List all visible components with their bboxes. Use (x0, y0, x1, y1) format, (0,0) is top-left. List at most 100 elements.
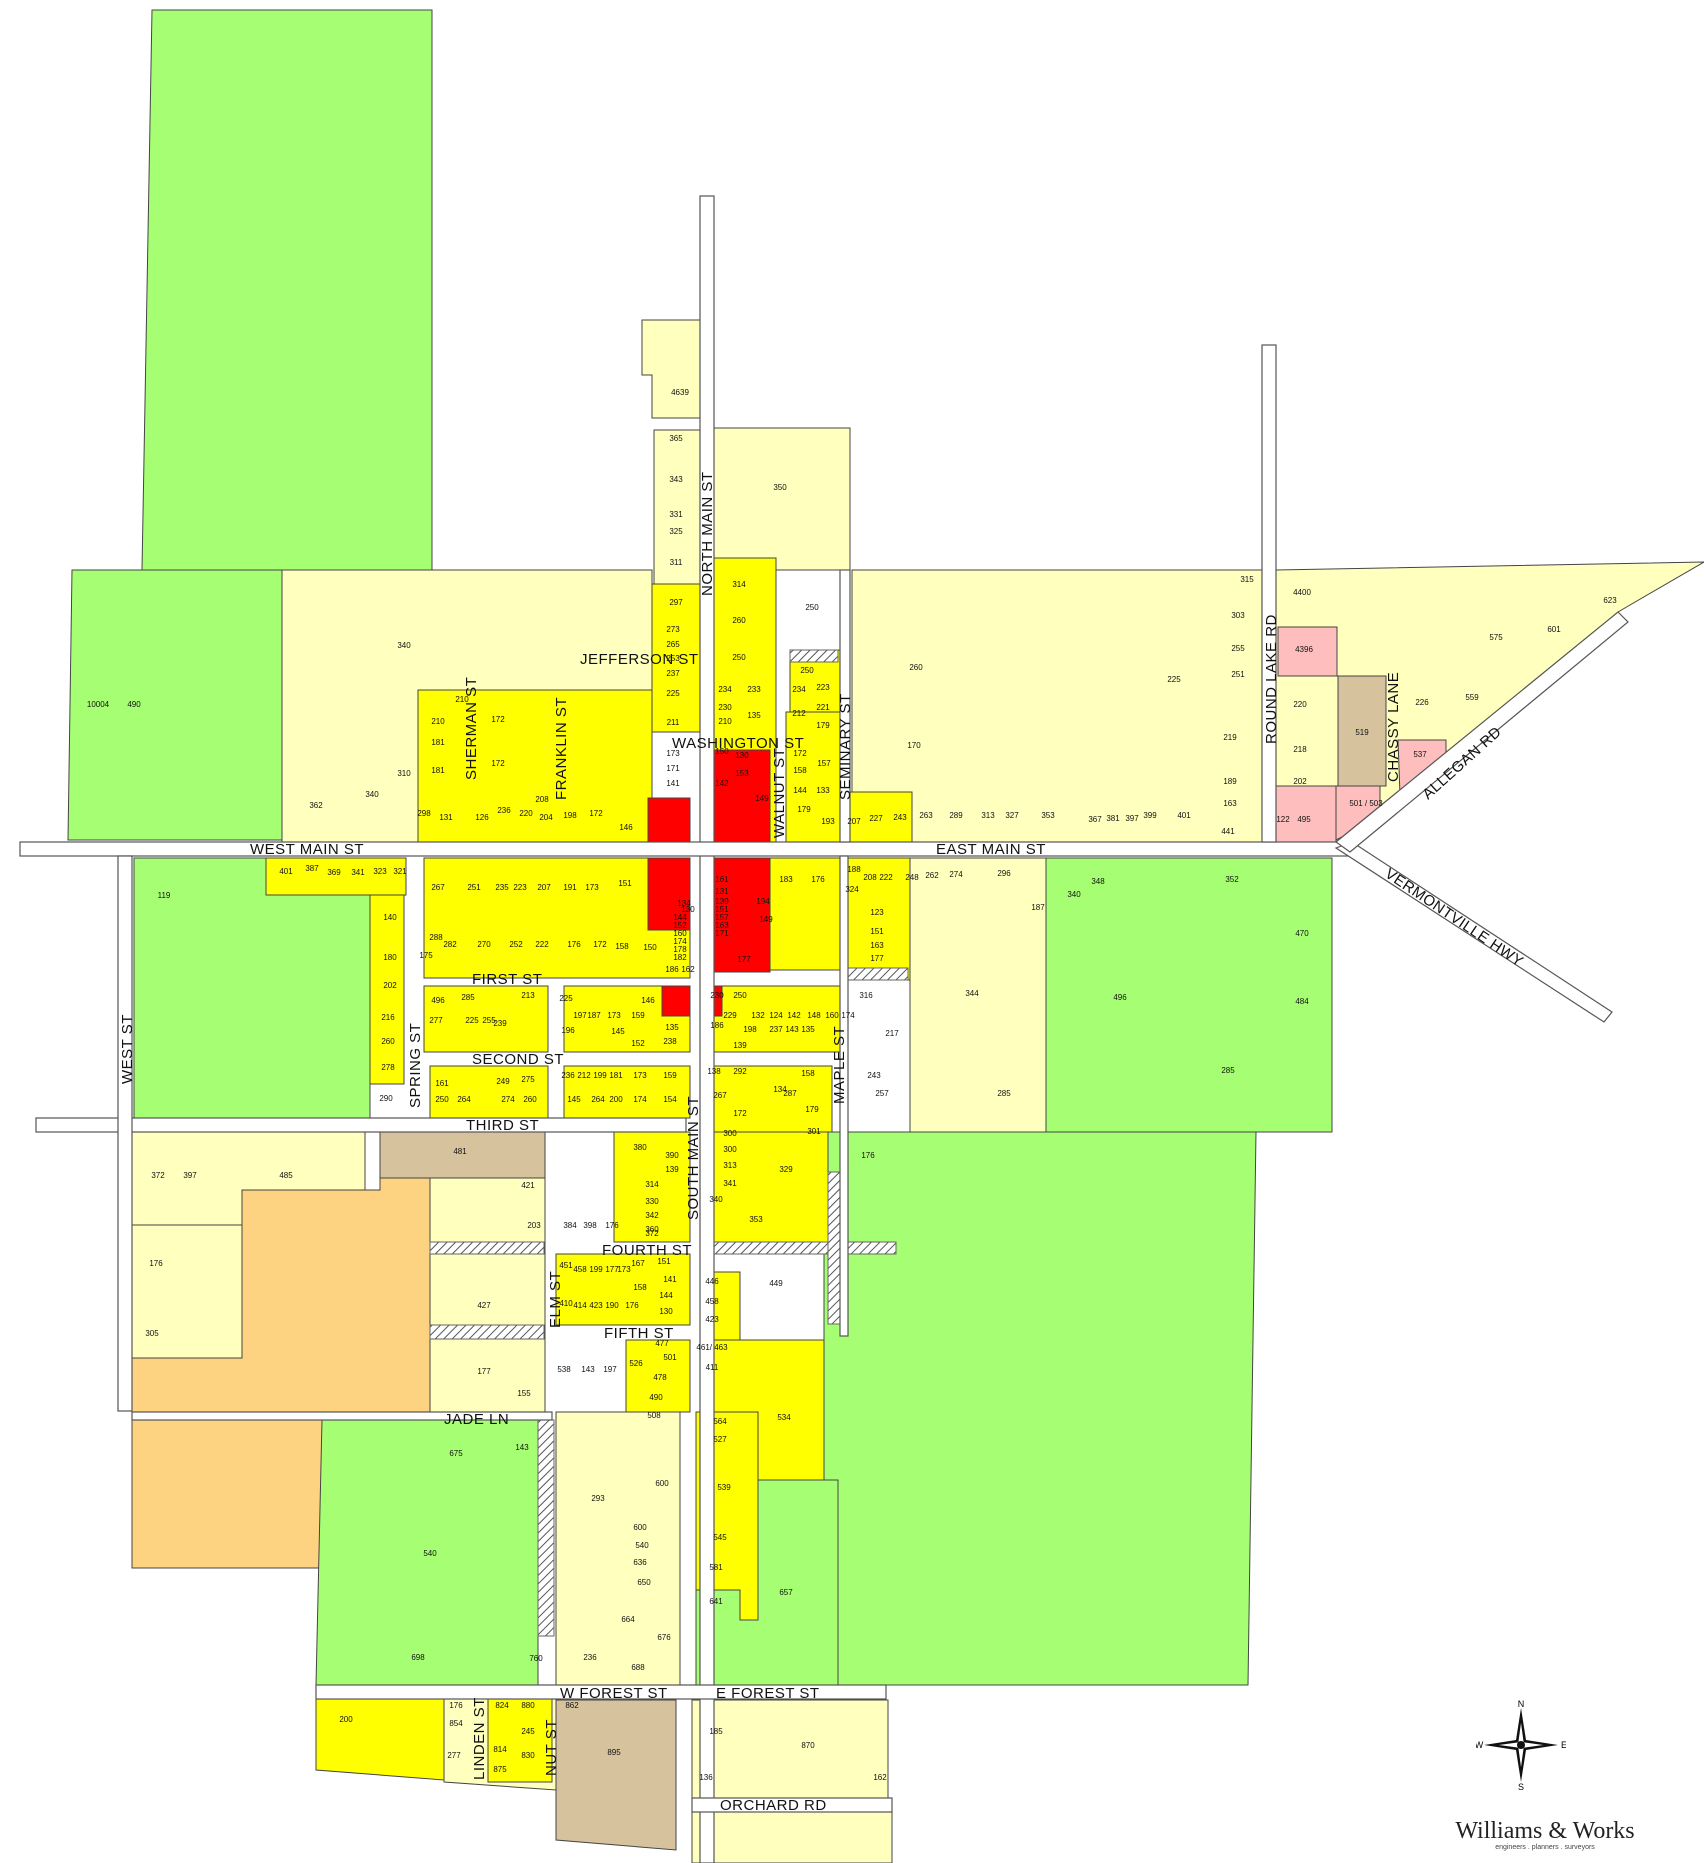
parcel-number: 313 (723, 1161, 737, 1170)
parcel-number: 176 (149, 1259, 163, 1268)
parcel-number: 199 (593, 1071, 607, 1080)
parcel-number: 251 (467, 883, 481, 892)
parcel-number: 139 (733, 1041, 747, 1050)
label-nut: NUT ST (543, 1719, 560, 1776)
parcel-number: 148 (807, 1011, 821, 1020)
parcel-number: 255 (1231, 644, 1245, 653)
parcel-number: 154 (663, 1095, 677, 1104)
parcel-number: 149 (755, 794, 769, 803)
parcel-number: 202 (1293, 777, 1307, 786)
parcel-number: 210 (718, 717, 732, 726)
parcel-number: 176 (625, 1301, 639, 1310)
parcel-number: 141 (666, 779, 680, 788)
parcel-number: 316 (859, 991, 873, 1000)
parcel-number: 278 (381, 1063, 395, 1072)
parcel-number: 485 (279, 1171, 293, 1180)
parcel-number: 145 (567, 1095, 581, 1104)
parcel-number: 340 (1067, 890, 1081, 899)
parcel-number: 365 (669, 434, 683, 443)
parcel-number: 182 (673, 953, 687, 962)
road-jefferson (19, 841, 1351, 857)
parcel-number: 292 (733, 1067, 747, 1076)
parcel-number: 372 (151, 1171, 165, 1180)
parcel-number: 200 (339, 1715, 353, 1724)
parcel-number: 225 (465, 1016, 479, 1025)
parcel-number: 664 (621, 1615, 635, 1624)
parcel-number: 176 (861, 1151, 875, 1160)
road-third (35, 1117, 687, 1133)
parcel-number: 327 (1005, 811, 1019, 820)
brand-logo: Williams & Works engineers . planners . … (1420, 1818, 1670, 1858)
parcel-number: 875 (493, 1765, 507, 1774)
parcel-number: 340 (397, 641, 411, 650)
parcel-427 (131, 1224, 243, 1359)
parcel-number: 171 (666, 764, 680, 773)
parcel-number: 423 (705, 1315, 719, 1324)
parcel-number: 870 (801, 1741, 815, 1750)
parcel-number: 527 (713, 1435, 727, 1444)
parcel-number: 177 (870, 954, 884, 963)
parcel-number: 248 (905, 873, 919, 882)
parcel-number: 126 (475, 813, 489, 822)
parcel-number: 353 (1041, 811, 1055, 820)
parcel-number: 324 (845, 885, 859, 894)
parcel-number: 401 (279, 867, 293, 876)
parcel-number: 130 (659, 1307, 673, 1316)
parcel-number: 303 (1231, 611, 1245, 620)
parcel-344 (1045, 857, 1333, 1133)
block-fourth (555, 1253, 691, 1326)
parcel-number: 190 (605, 1301, 619, 1310)
parcel-number: 221 (816, 703, 830, 712)
label-west-main: WEST MAIN ST (250, 841, 364, 858)
parcel-870 (555, 1699, 677, 1851)
parcel-number: 152 (673, 921, 687, 930)
parcel-number: 538 (557, 1365, 571, 1374)
parcel-number: 311 (670, 558, 683, 567)
parcel-854 (315, 1687, 445, 1781)
parcel-number: 367 (1088, 815, 1102, 824)
parcel-number: 501 / 503 (1349, 799, 1383, 808)
parcel-number: 161 (715, 875, 729, 884)
parcel-number: 144 (673, 913, 687, 922)
parcel-number: 236 (561, 1071, 575, 1080)
compass-n: N (1518, 1700, 1525, 1709)
parcel-number: 277 (447, 1751, 461, 1760)
label-chassy: CHASSY LANE (1385, 672, 1402, 782)
block-jeff-west (417, 689, 653, 843)
parcel-number: 173 (617, 1265, 631, 1274)
hatch-fourth-w (429, 1241, 545, 1255)
parcel-number: 213 (521, 991, 535, 1000)
parcel-number: 172 (793, 749, 807, 758)
label-walnut: WALNUT ST (771, 748, 788, 838)
parcel-number: 236 (497, 806, 511, 815)
parcel-number: 545 (713, 1533, 727, 1542)
parcel-number: 187 (587, 1011, 601, 1020)
parcel-number: 172 (593, 940, 607, 949)
parcel-number: 340 (365, 790, 379, 799)
parcel-number: 235 (495, 883, 509, 892)
parcel-number: 167 (631, 1259, 645, 1268)
parcel-number: 285 (1221, 1066, 1235, 1075)
parcel-number: 163 (715, 921, 729, 930)
parcel-number: 559 (1465, 693, 1479, 702)
parcel-number: 122 (1276, 815, 1290, 824)
block-mid-n (265, 857, 407, 896)
parcel-number: 477 (655, 1339, 669, 1348)
parcel-number: 314 (645, 1180, 659, 1189)
parcel-number: 212 (577, 1071, 591, 1080)
parcel-number: 157 (817, 759, 831, 768)
parcel-number: 300 (723, 1145, 737, 1154)
parcel-number: 171 (715, 929, 729, 938)
parcel-number: 353 (749, 1215, 763, 1224)
parcel-number: 325 (669, 527, 683, 536)
brand-tagline: engineers . planners . surveyors (1495, 1844, 1595, 1851)
parcel-number: 180 (383, 953, 397, 962)
label-elm: ELM ST (547, 1271, 564, 1328)
parcel-number: 274 (949, 870, 963, 879)
parcel-number: 273 (666, 625, 680, 634)
parcel-number: 188 (847, 865, 861, 874)
parcel-number: 173 (585, 883, 599, 892)
parcel-number: 143 (515, 1443, 529, 1452)
parcel-number: 196 (561, 1026, 575, 1035)
label-franklin: FRANKLIN ST (553, 697, 570, 800)
